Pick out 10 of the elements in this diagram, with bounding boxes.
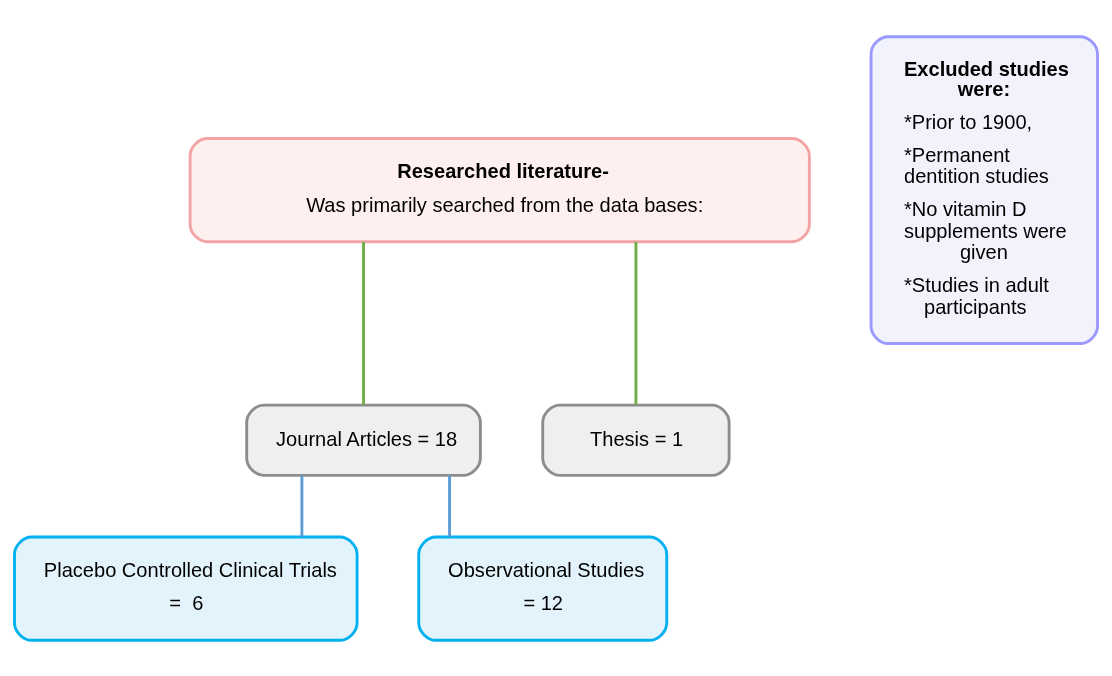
connector (634, 241, 638, 405)
node-box: Journal Articles = 18 (245, 403, 482, 477)
node-box: Researched literature- Was primarily searched from the data bases: (188, 136, 811, 243)
connector (362, 241, 365, 405)
connector (300, 474, 304, 537)
node-box: Excluded studies were: *Prior to 1900, *Permanent dentition studies *No vitamin D supplements were given *Studies in adult participants (869, 34, 1099, 345)
node-box: Placebo Controlled Clinical Trials = 6 (13, 535, 359, 642)
connector (448, 474, 451, 537)
node-box: Thesis = 1 (541, 403, 731, 477)
node-box: Observational Studies = 12 (417, 535, 669, 642)
